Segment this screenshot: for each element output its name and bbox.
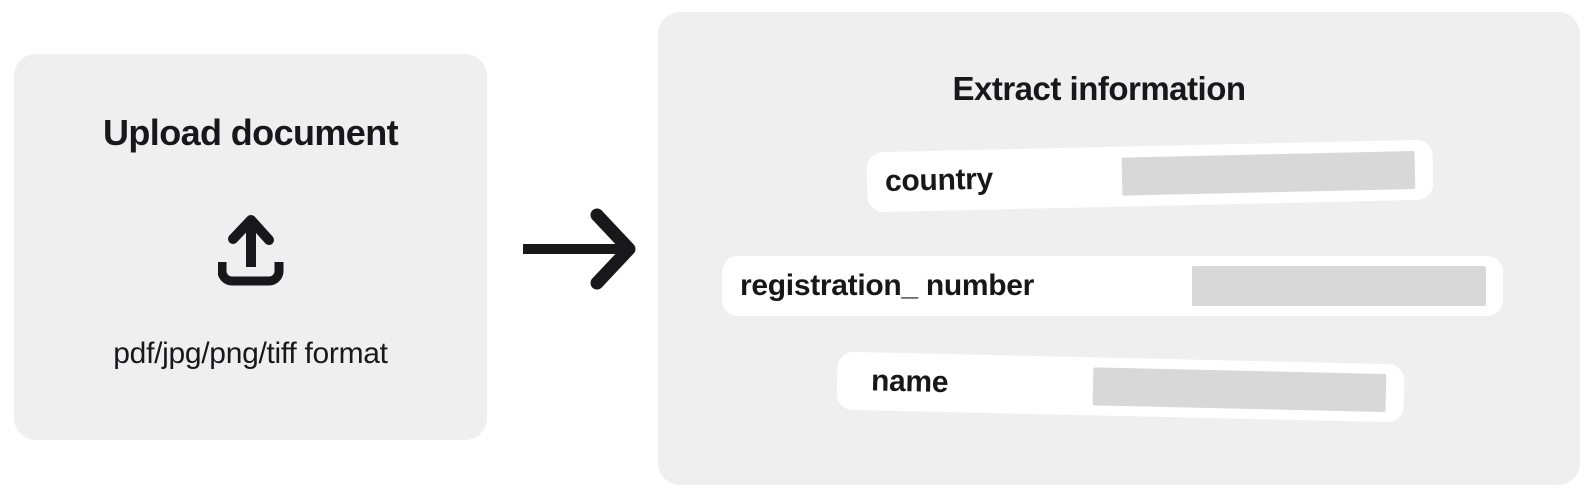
field-label-registration-number: registration_ number bbox=[740, 269, 1035, 302]
extract-panel-title: Extract information bbox=[952, 70, 1246, 107]
field-card-country: country bbox=[866, 139, 1434, 213]
extract-panel: Extract information country registration… bbox=[658, 12, 1580, 485]
upload-icon bbox=[217, 212, 284, 286]
value-placeholder-bar bbox=[1192, 266, 1486, 306]
arrow-right-icon bbox=[515, 205, 640, 295]
field-card-registration-number: registration_ number bbox=[722, 256, 1503, 316]
field-label-country: country bbox=[884, 162, 994, 199]
field-label-name: name bbox=[870, 364, 949, 400]
value-placeholder-bar bbox=[1121, 150, 1416, 196]
field-card-name: name bbox=[836, 351, 1405, 423]
upload-panel-title: Upload document bbox=[103, 112, 399, 153]
value-placeholder-bar bbox=[1092, 367, 1387, 413]
upload-panel: Upload document pdf/jpg/png/tiff format bbox=[14, 54, 487, 440]
upload-formats-text: pdf/jpg/png/tiff format bbox=[113, 337, 388, 370]
